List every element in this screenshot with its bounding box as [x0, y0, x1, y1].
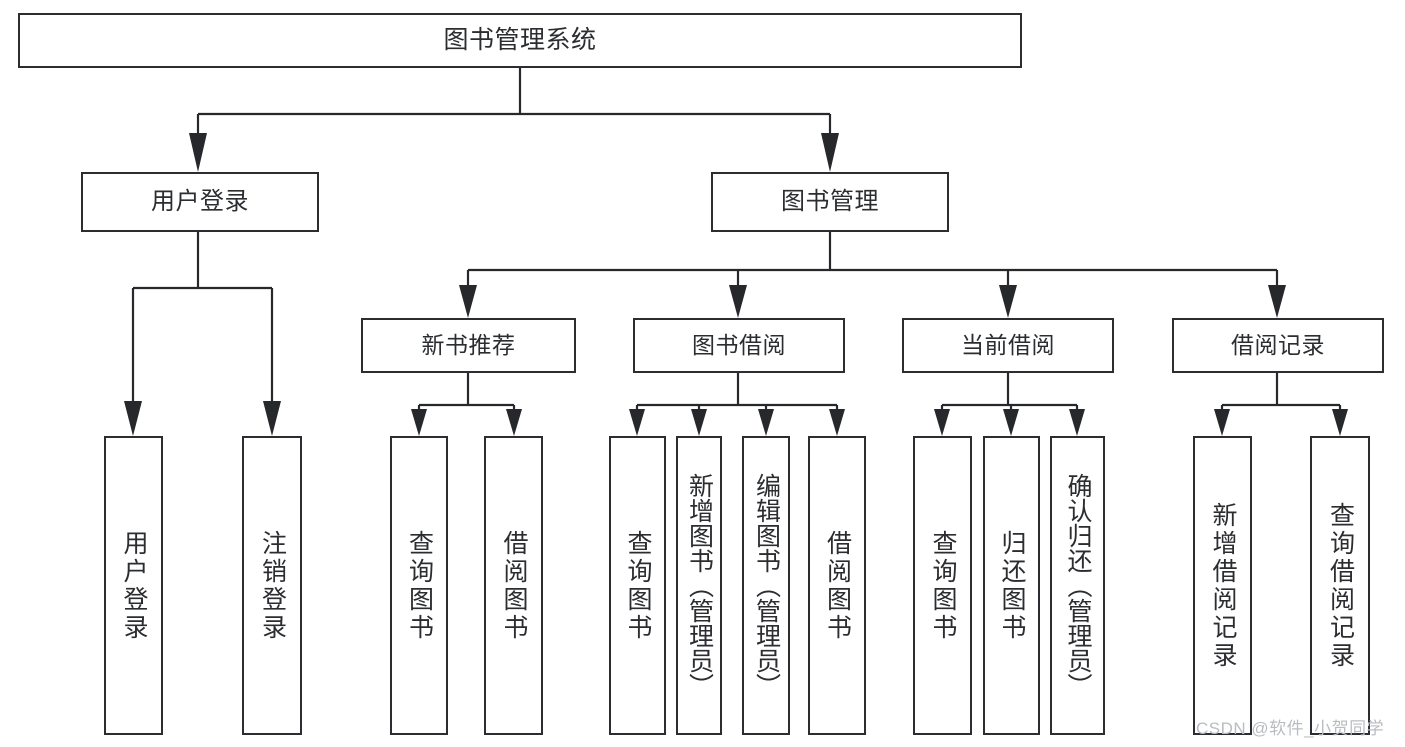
arrow-to-records	[1268, 285, 1286, 318]
arrow-leaf-user-login	[124, 401, 142, 436]
arrow-leaf-add-record	[1214, 409, 1230, 436]
leaf-user-login[interactable]: 用户登录	[104, 436, 163, 735]
arrow-leaf-borrow-book-1	[506, 409, 522, 436]
node-user-login[interactable]: 用户登录	[81, 172, 319, 232]
leaf-edit-book-admin[interactable]: 编辑图书（管理员）	[742, 436, 790, 735]
node-label: 注销登录	[258, 529, 287, 642]
node-new-book-recommend[interactable]: 新书推荐	[361, 318, 576, 373]
node-label: 确认归还（管理员）	[1064, 473, 1092, 698]
node-label: 图书管理系统	[443, 25, 597, 54]
leaf-logout[interactable]: 注销登录	[242, 436, 302, 735]
node-label: 查询图书	[405, 529, 434, 642]
node-label: 图书管理	[781, 187, 879, 215]
arrow-leaf-query-book-2	[629, 409, 645, 436]
arrow-leaf-query-book-3	[934, 409, 950, 436]
arrow-leaf-edit-book	[758, 409, 774, 436]
arrow-leaf-return-book	[1003, 409, 1019, 436]
node-label: 借阅图书	[500, 529, 528, 642]
arrow-to-borrow	[729, 285, 747, 318]
arrow-leaf-confirm-return	[1069, 409, 1085, 436]
node-root-system[interactable]: 图书管理系统	[18, 13, 1022, 68]
node-current-borrow[interactable]: 当前借阅	[902, 318, 1114, 373]
node-label: 查询借阅记录	[1326, 501, 1355, 670]
node-label: 借阅记录	[1231, 331, 1325, 358]
leaf-query-book-current[interactable]: 查询图书	[913, 436, 972, 735]
node-label: 归还图书	[998, 529, 1026, 642]
node-label: 查询图书	[624, 529, 652, 642]
node-borrow-records[interactable]: 借阅记录	[1172, 318, 1384, 373]
arrow-leaf-logout	[263, 401, 281, 436]
arrow-leaf-add-book	[691, 409, 707, 436]
arrow-leaf-query-record	[1332, 409, 1348, 436]
node-label: 新增图书（管理员）	[685, 473, 714, 698]
node-book-management[interactable]: 图书管理	[711, 172, 949, 232]
node-label: 编辑图书（管理员）	[752, 473, 781, 698]
node-label: 查询图书	[929, 529, 957, 642]
arrow-to-current	[999, 285, 1017, 318]
node-label: 用户登录	[120, 529, 148, 642]
leaf-query-borrow-record[interactable]: 查询借阅记录	[1310, 436, 1370, 735]
node-label: 新增借阅记录	[1209, 501, 1237, 670]
node-label: 当前借阅	[961, 331, 1055, 358]
arrow-to-user-login	[189, 133, 207, 172]
leaf-borrow-book-borrow[interactable]: 借阅图书	[808, 436, 866, 735]
node-label: 图书借阅	[692, 331, 786, 358]
arrow-leaf-query-book-1	[411, 409, 427, 436]
leaf-add-borrow-record[interactable]: 新增借阅记录	[1193, 436, 1252, 735]
arrow-to-newbook	[459, 285, 477, 318]
leaf-borrow-book-newbook[interactable]: 借阅图书	[484, 436, 543, 735]
node-label: 借阅图书	[823, 529, 852, 642]
leaf-confirm-return-admin[interactable]: 确认归还（管理员）	[1050, 436, 1105, 735]
leaf-query-book-borrow[interactable]: 查询图书	[609, 436, 666, 735]
node-label: 用户登录	[151, 187, 249, 215]
node-label: 新书推荐	[421, 331, 516, 358]
leaf-query-book-newbook[interactable]: 查询图书	[390, 436, 448, 735]
arrow-to-book-mgmt	[821, 133, 839, 172]
node-book-borrow[interactable]: 图书借阅	[633, 318, 845, 373]
leaf-add-book-admin[interactable]: 新增图书（管理员）	[676, 436, 722, 735]
arrow-leaf-borrow-book-2	[829, 409, 845, 436]
leaf-return-book[interactable]: 归还图书	[983, 436, 1040, 735]
